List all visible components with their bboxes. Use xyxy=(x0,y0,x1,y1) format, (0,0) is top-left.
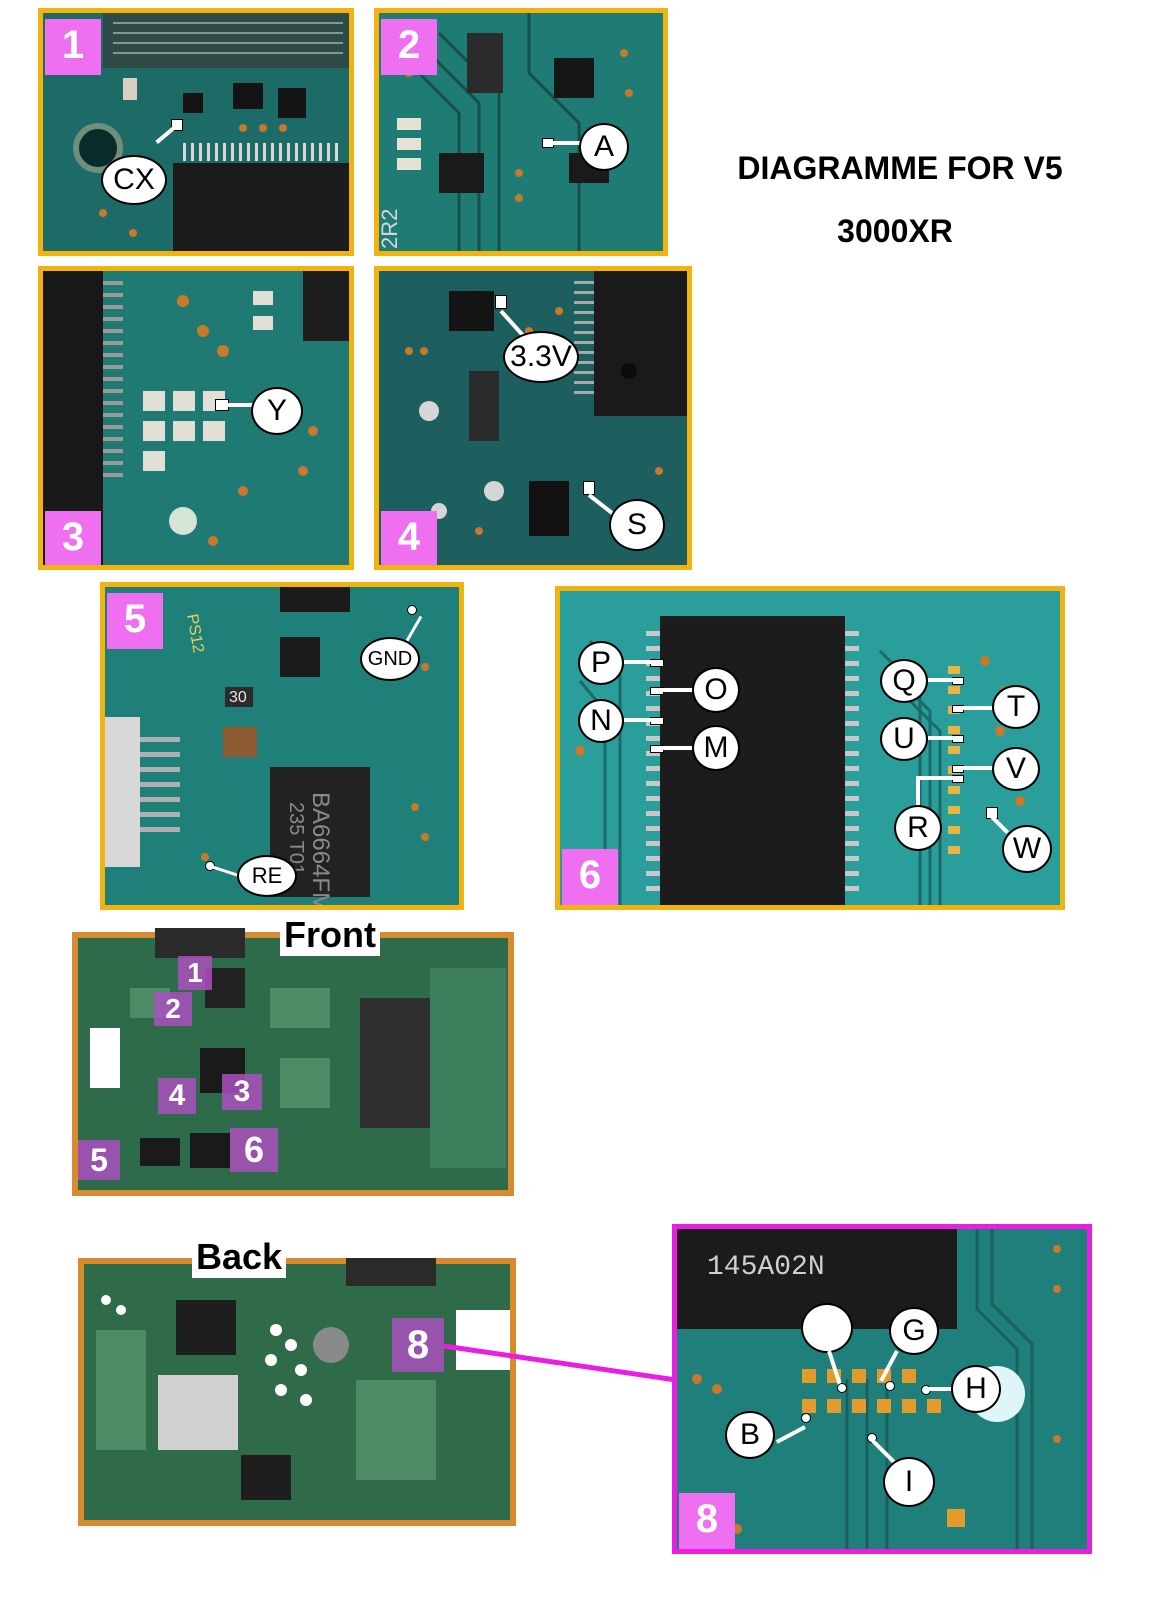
label-s: S xyxy=(609,499,665,551)
panel-number-5: 5 xyxy=(107,593,163,649)
panel-number-4: 4 xyxy=(381,511,437,565)
panel-number-1: 1 xyxy=(45,19,101,75)
label-p: P xyxy=(578,641,624,685)
pcb-closeup-8: 145A02N xyxy=(677,1229,1087,1549)
lead-p xyxy=(624,660,652,664)
label-i: I xyxy=(883,1457,935,1507)
label-w: W xyxy=(1002,825,1052,873)
panel-4: 4 3.3V S xyxy=(374,266,692,570)
pad-gnd xyxy=(407,605,417,615)
pad-blank xyxy=(837,1383,847,1393)
label-m: M xyxy=(692,725,740,771)
pad-3v3 xyxy=(495,295,507,309)
chip-235t01: 235 T01 xyxy=(285,802,307,875)
lead-q xyxy=(926,678,954,682)
lead-r-v xyxy=(916,776,920,806)
label-r: R xyxy=(894,805,942,851)
front-label: Front xyxy=(280,914,380,956)
diagram-subtitle: 3000XR xyxy=(837,213,953,249)
panel-number-8: 8 xyxy=(679,1493,735,1549)
back-board-image xyxy=(78,1258,516,1526)
label-h: H xyxy=(951,1365,1001,1413)
lead-m xyxy=(660,746,694,750)
label-blank xyxy=(801,1303,853,1353)
pcb-closeup-1 xyxy=(43,13,349,251)
chip-145a02n: 145A02N xyxy=(707,1252,825,1283)
board-tag-8: 8 xyxy=(392,1318,444,1372)
label-u: U xyxy=(880,717,928,761)
label-n: N xyxy=(578,699,624,743)
label-y: Y xyxy=(251,387,303,435)
diagram-title: DIAGRAMME FOR V5 xyxy=(737,150,1063,186)
lead-o xyxy=(660,688,694,692)
lead-a xyxy=(551,141,581,145)
pad-b xyxy=(801,1413,811,1423)
label-gnd: GND xyxy=(360,637,420,681)
label-re: RE xyxy=(237,855,297,897)
board-tag-5: 5 xyxy=(78,1140,120,1180)
label-g: G xyxy=(889,1307,939,1355)
label-b: B xyxy=(725,1411,775,1459)
lead-h xyxy=(929,1387,953,1391)
label-q: Q xyxy=(880,659,928,703)
label-a: A xyxy=(579,123,629,171)
board-tag-6: 6 xyxy=(230,1128,278,1172)
lead-y xyxy=(227,403,253,407)
pcb-closeup-6 xyxy=(560,591,1060,905)
panel-6: 6 P O N M Q T U V R W xyxy=(555,586,1065,910)
pad-g xyxy=(885,1381,895,1391)
lead-r-h xyxy=(916,776,954,780)
panel-5: PS12 30 BA6664FM 235 T01 5 GND RE xyxy=(100,582,464,910)
panel-number-3: 3 xyxy=(45,511,101,565)
panel-number-2: 2 xyxy=(381,19,437,75)
label-cx: CX xyxy=(101,155,167,205)
lead-v xyxy=(960,766,994,770)
back-label: Back xyxy=(192,1236,287,1278)
lead-u xyxy=(926,736,954,740)
silk-ps12: PS12 xyxy=(183,613,207,655)
label-3v3: 3.3V xyxy=(503,331,579,383)
panel-3: 3 Y xyxy=(38,266,354,570)
pad-p xyxy=(650,659,664,667)
label-v: V xyxy=(992,747,1040,791)
silk-2r2: 2R2 xyxy=(379,209,402,249)
board-tag-3: 3 xyxy=(222,1074,262,1110)
pad-n xyxy=(650,717,664,725)
panel-1: 1 CX xyxy=(38,8,354,256)
lead-t xyxy=(960,706,994,710)
board-tag-2: 2 xyxy=(154,992,192,1026)
board-tag-1: 1 xyxy=(178,956,212,990)
silk-30: 30 xyxy=(229,689,247,706)
board-back: Back 8 xyxy=(76,1236,518,1528)
chip-ba6664fm: BA6664FM xyxy=(307,792,334,905)
label-t: T xyxy=(992,685,1040,729)
front-board-image xyxy=(72,928,514,1196)
board-tag-4: 4 xyxy=(158,1078,196,1114)
panel-8: 145A02N 8 G H B I xyxy=(672,1224,1092,1554)
board-front: Front 1 2 3 4 5 6 xyxy=(70,914,516,1198)
panel-number-6: 6 xyxy=(562,849,618,905)
panel-2: 2R2 2 A xyxy=(374,8,668,256)
lead-n xyxy=(624,718,652,722)
label-o: O xyxy=(692,667,740,713)
